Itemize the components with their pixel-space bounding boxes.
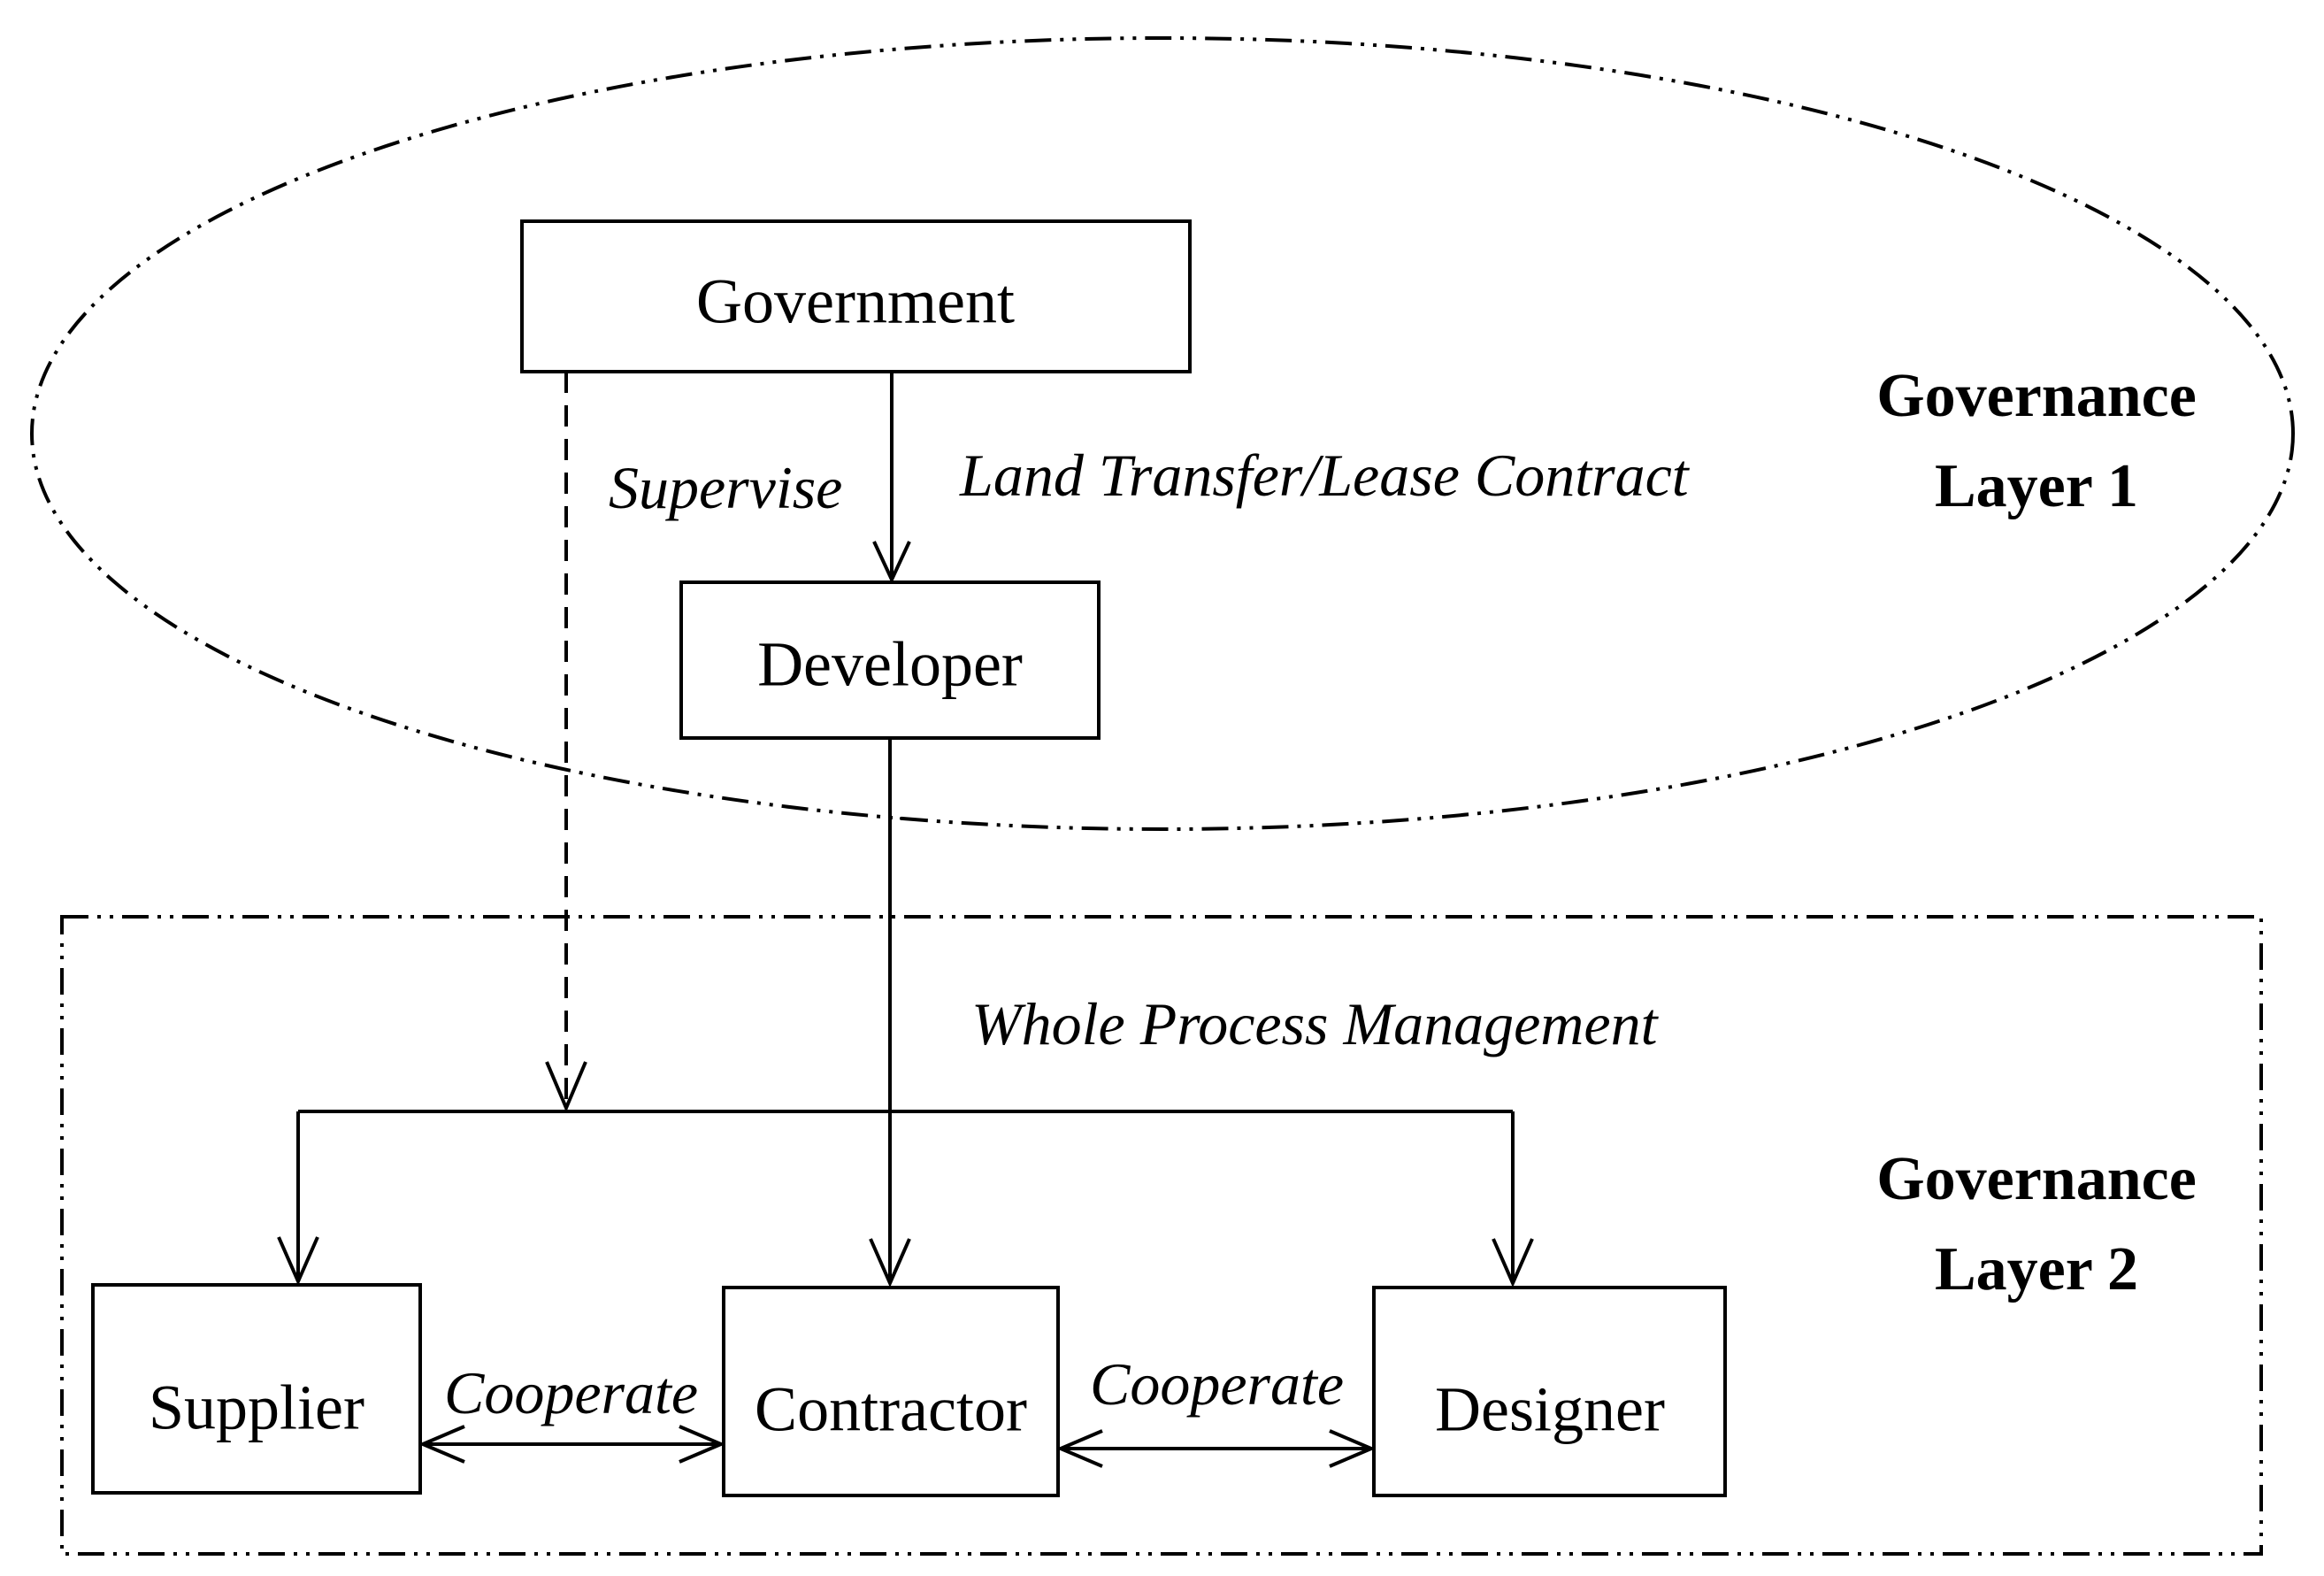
government-to-developer-arrow <box>872 372 911 584</box>
supplier-contractor-cooperate-arrow <box>418 1425 726 1464</box>
supervise-dashed-arrow <box>545 372 587 1113</box>
governance-layer-1-label: Governance Layer 1 <box>1876 362 2197 520</box>
layer-1-line-2: Layer 1 <box>1935 452 2138 520</box>
whole-process-label: Whole Process Management <box>971 990 1660 1057</box>
layer-1-line-1: Governance <box>1876 362 2197 430</box>
developer-label: Developer <box>757 629 1023 700</box>
layer-2-line-2: Layer 2 <box>1935 1235 2138 1303</box>
supervise-label: Supervise <box>609 454 842 521</box>
governance-layer-2-frame <box>60 915 2263 1556</box>
developer-to-contractor-arrow <box>869 738 911 1288</box>
supplier-label: Supplier <box>149 1372 364 1443</box>
cooperate-left-label: Cooperate <box>444 1359 698 1426</box>
contractor-node: Contractor <box>722 1286 1060 1497</box>
supplier-node: Supplier <box>91 1283 422 1495</box>
designer-node: Designer <box>1372 1286 1727 1497</box>
layer-2-line-1: Governance <box>1876 1145 2197 1213</box>
contractor-label: Contractor <box>755 1374 1027 1445</box>
government-node: Government <box>520 219 1192 373</box>
government-label: Government <box>696 266 1015 337</box>
designer-label: Designer <box>1435 1374 1665 1445</box>
governance-layer-2-label: Governance Layer 2 <box>1876 1145 2197 1303</box>
bus-to-supplier-arrow <box>277 1111 319 1286</box>
bus-to-designer-arrow <box>1492 1111 1534 1288</box>
contractor-designer-cooperate-arrow <box>1055 1429 1377 1468</box>
land-contract-label: Land Transfer/Lease Contract <box>959 442 1691 509</box>
cooperate-right-label: Cooperate <box>1090 1350 1344 1418</box>
governance-layer-1-ellipse <box>30 36 2295 831</box>
developer-node: Developer <box>679 580 1101 740</box>
